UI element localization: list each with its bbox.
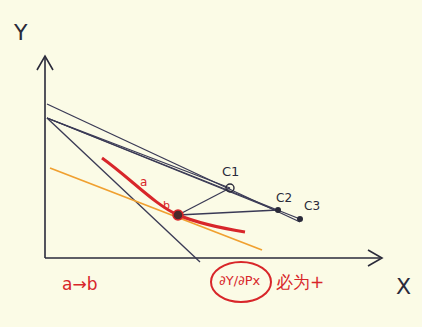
orange-line <box>50 168 262 250</box>
point-label: C1 <box>222 165 239 178</box>
budget-lines <box>47 104 300 262</box>
indifference-curve <box>102 158 245 232</box>
formula-text: ∂Y/∂Px <box>219 274 260 287</box>
link-line <box>178 210 278 215</box>
point-label: b <box>163 200 170 211</box>
point-label: C2 <box>276 192 292 204</box>
x-axis <box>45 257 380 259</box>
y-arrow <box>37 56 53 70</box>
axis-label: X <box>396 276 411 298</box>
axes <box>37 56 382 266</box>
y-axis <box>44 58 46 258</box>
point-label: a <box>140 176 147 188</box>
note-text: 必为+ <box>276 274 324 291</box>
budget-line <box>47 104 300 222</box>
x-arrow <box>368 250 382 266</box>
link-line <box>178 188 230 215</box>
point-marker <box>275 207 281 213</box>
point-marker <box>226 184 234 192</box>
point-label: C3 <box>304 200 320 212</box>
budget-line <box>47 118 200 262</box>
circle-mark <box>211 262 271 302</box>
axis-label: Y <box>14 22 27 44</box>
note-text: a→b <box>62 276 97 293</box>
point-marker <box>297 216 303 222</box>
tangent-point <box>173 210 183 220</box>
